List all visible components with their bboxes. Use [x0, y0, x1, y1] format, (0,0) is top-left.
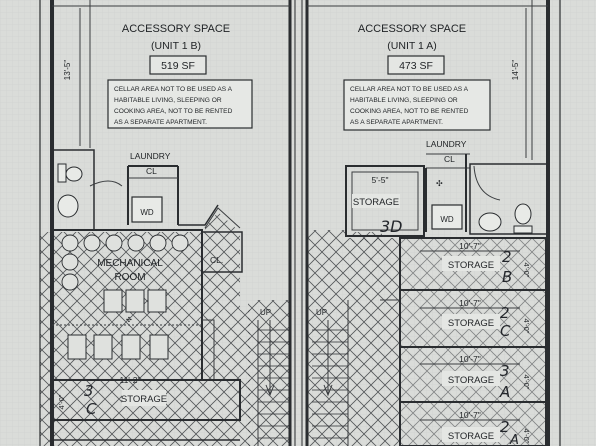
- unit-1a-note-box: [343, 79, 491, 131]
- unit-1a-storage-2b: 10'-7" STORAGE 4'-0" 2 B: [400, 237, 546, 291]
- storage-3a-width: 10'-7": [459, 354, 481, 364]
- unit-1b-note-line-3: COOKING AREA, NOT TO BE RENTED: [114, 108, 233, 115]
- unit-1b-height-dimension: 13'-5": [63, 60, 72, 81]
- storage-2c-width: 10'-7": [459, 298, 481, 308]
- unit-1a-small-storage: [345, 165, 425, 237]
- unit-1a-bathroom: [469, 163, 549, 235]
- unit-1a-title: ACCESSORY SPACE: [358, 23, 466, 35]
- unit-1a-note-line-3: COOKING AREA, NOT TO BE RENTED: [350, 108, 469, 115]
- unit-1a-toilet-icon: [514, 203, 532, 225]
- unit-1b-storage: [51, 379, 241, 421]
- storage-2a-hand-number: 2: [500, 418, 510, 436]
- unit-1b-storage-label: STORAGE: [121, 394, 167, 405]
- unit-1b-stair-arrow-icon: [265, 320, 275, 397]
- unit-1a-stair-treads: [312, 329, 348, 439]
- unit-1a-closet-label: CL: [444, 154, 455, 164]
- storage-3a-hand-number: 3: [500, 362, 510, 380]
- unit-1b-note-box: [107, 79, 253, 129]
- unit-1a-area: 473 SF: [399, 60, 433, 72]
- unit-1a: ACCESSORY SPACE (UNIT 1 A) 473 SF CELLAR…: [312, 8, 549, 446]
- unit-1b-hand-note-number: 3: [84, 382, 94, 400]
- unit-1a-storage-3a: 10'-7" STORAGE 4'-0" 3 A: [400, 354, 546, 403]
- unit-1a-stair-arrow-icon: [323, 320, 333, 397]
- unit-1a-note-line-2: HABITABLE LIVING, SLEEPING OR: [350, 97, 458, 104]
- unit-1b-label: (UNIT 1 B): [151, 40, 201, 52]
- unit-1a-small-storage-label: STORAGE: [353, 197, 399, 208]
- storage-3a-hand-letter: A: [499, 383, 510, 401]
- unit-1b-area-box: [149, 55, 207, 75]
- mechanical-equipment-boxes: [67, 289, 169, 360]
- unit-1a-note-line-1: CELLAR AREA NOT TO BE USED AS A: [350, 86, 469, 93]
- toilet-icon: [57, 163, 67, 183]
- unit-1b-wd-label: WD: [140, 208, 154, 217]
- unit-1b-closet-cl-label: CL.: [210, 255, 223, 265]
- unit-1b-hand-note-letter: C: [86, 400, 97, 418]
- unit-1a-washer-dryer-icon: [431, 204, 463, 230]
- unit-1b-laundry-label: LAUNDRY: [130, 151, 171, 161]
- unit-1a-storage-2c: 10'-7" STORAGE 4'-0" 2 C: [400, 298, 546, 348]
- unit-1a-label: (UNIT 1 A): [387, 40, 436, 52]
- unit-1b-note-line-2: HABITABLE LIVING, SLEEPING OR: [114, 97, 222, 104]
- storage-2b-width: 10'-7": [459, 241, 481, 251]
- storage-3a-label: STORAGE: [448, 375, 494, 386]
- storage-2a-label: STORAGE: [448, 431, 494, 442]
- unit-1a-storage-2a: 10'-7" STORAGE 4'-0" 2 A: [420, 410, 531, 446]
- toilet-bowl-icon: [65, 166, 83, 182]
- unit-1a-sink-icon: [478, 212, 502, 232]
- unit-1b-storage-height: 4'-0": [57, 394, 66, 409]
- storage-2b-hand-letter: B: [502, 268, 512, 286]
- storage-2b-label: STORAGE: [448, 260, 494, 271]
- unit-1a-laundry-label: LAUNDRY: [426, 139, 467, 149]
- unit-1a-small-storage-marker-icon: ✣: [436, 179, 443, 188]
- washer-dryer-icon: [131, 196, 163, 223]
- unit-1b-closet-label: CL: [146, 166, 157, 176]
- unit-1b-note-line-1: CELLAR AREA NOT TO BE USED AS A: [114, 86, 233, 93]
- storage-2a-width: 10'-7": [459, 410, 481, 420]
- unit-1b: ACCESSORY SPACE (UNIT 1 B) 519 SF CELLAR…: [51, 8, 290, 446]
- storage-2c-label: STORAGE: [448, 318, 494, 329]
- mechanical-room-label-1: MECHANICAL: [97, 258, 163, 269]
- unit-1b-stair-treads: [258, 329, 290, 439]
- storage-2a-hand-letter: A: [509, 433, 519, 446]
- storage-2b-hand-number: 2: [502, 248, 512, 266]
- storage-2c-hand-number: 2: [500, 304, 510, 322]
- unit-1b-note-line-4: AS A SEPARATE APARTMENT.: [114, 119, 207, 126]
- storage-2c-hand-letter: C: [500, 322, 511, 340]
- unit-1a-area-box: [387, 55, 445, 75]
- sink-icon: [57, 194, 79, 218]
- storage-2c-height: 4'-0": [522, 319, 531, 334]
- storage-2b-height: 4'-0": [522, 263, 531, 278]
- unit-1a-small-storage-hand-note: 3D: [380, 217, 403, 236]
- unit-1a-toilet-tank-icon: [513, 225, 533, 234]
- unit-1a-small-storage-dim: 5'-5": [372, 175, 389, 185]
- unit-1b-title: ACCESSORY SPACE: [122, 23, 230, 35]
- storage-3a-height: 4'-0": [522, 375, 531, 390]
- unit-1a-height-dimension: 14'-5": [511, 60, 520, 81]
- unit-1b-closet: [201, 231, 243, 273]
- unit-1a-stair-up-label: UP: [316, 308, 327, 317]
- storage-2a-height: 4'-0": [522, 429, 531, 444]
- mechanical-room-label-2: ROOM: [114, 272, 145, 283]
- unit-1a-note-line-4: AS A SEPARATE APARTMENT.: [350, 119, 443, 126]
- mechanical-equipment-circles: [61, 234, 189, 291]
- unit-1b-stair-up-label: UP: [260, 308, 271, 317]
- unit-1a-wd-label: WD: [440, 215, 454, 224]
- mech-marker-icon: ✣: [126, 316, 132, 324]
- unit-1b-storage-width: 11'-2": [119, 375, 140, 385]
- unit-1b-area: 519 SF: [161, 60, 195, 72]
